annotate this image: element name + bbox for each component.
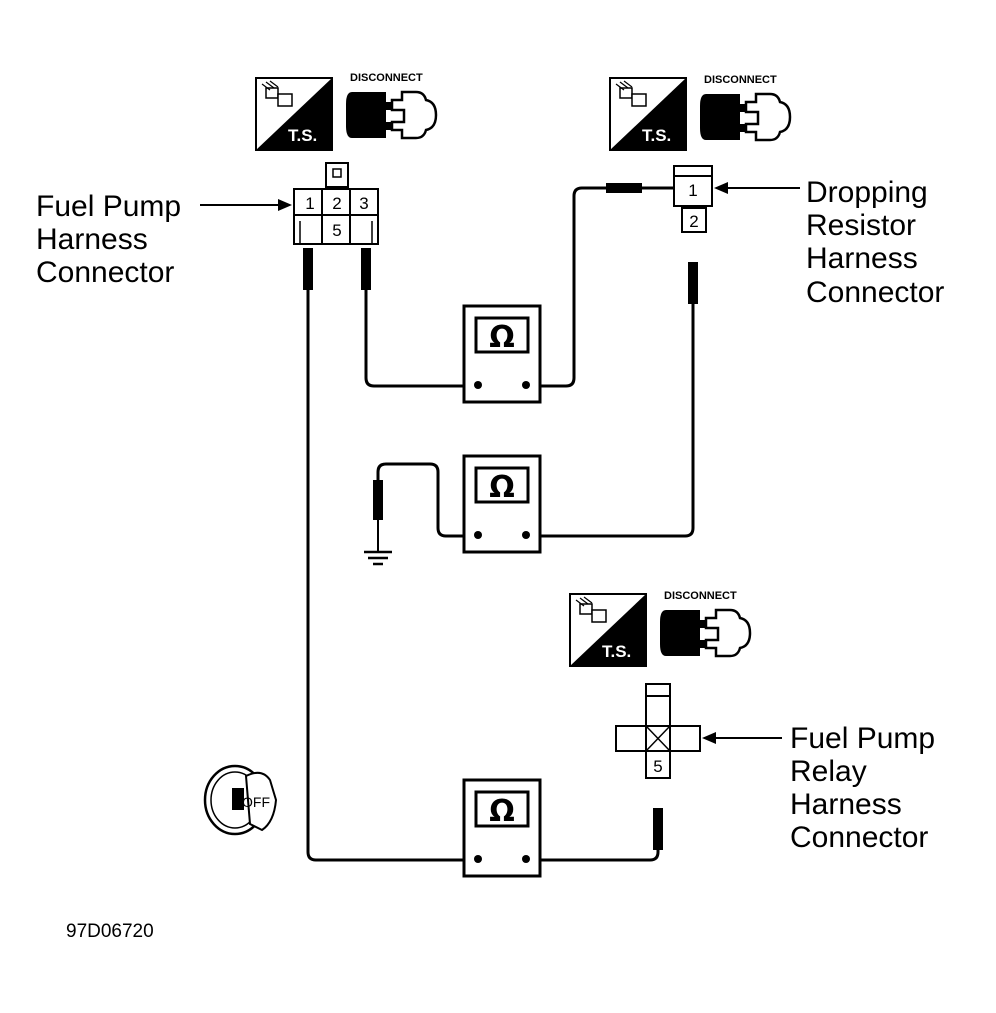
label-line: Fuel Pump	[790, 722, 935, 755]
disconnect-label: DISCONNECT	[664, 590, 737, 602]
probe-fuel-pump-pin3	[361, 248, 371, 290]
pin-2: 2	[332, 194, 341, 213]
callout-arrow-resistor	[714, 182, 800, 194]
label-line: Connector	[790, 821, 928, 854]
wire-pin1-to-meter3	[306, 290, 478, 862]
wire-meter2-to-ground	[376, 462, 478, 538]
ohm-icon: Ω	[489, 470, 515, 505]
callout-arrow-relay	[702, 732, 782, 744]
ohmmeter: Ω	[462, 304, 542, 404]
ground-icon	[364, 520, 392, 566]
disconnect-label: DISCONNECT	[350, 72, 423, 84]
pin-1: 1	[305, 194, 314, 213]
label-line: Harness	[36, 223, 148, 256]
pin-2: 2	[689, 212, 698, 231]
fuel-pump-relay-harness-connector: 5	[615, 683, 701, 779]
test-setup-icon: T.S.	[569, 593, 647, 667]
wires	[306, 183, 695, 862]
callout-arrow-fuel-pump	[200, 199, 292, 211]
figure-code: 97D06720	[66, 921, 154, 942]
pin-3: 3	[359, 194, 368, 213]
test-setup-icon: T.S.	[255, 77, 333, 151]
ts-label: T.S.	[602, 642, 631, 661]
dropping-resistor-harness-connector: 1 2	[673, 165, 713, 233]
label-dropping-resistor-harness-connector: Dropping Resistor Harness Connector	[806, 176, 944, 309]
fuel-pump-harness-connector: 1 2 3 5	[293, 162, 379, 245]
ohmmeter: Ω	[462, 454, 542, 554]
ignition-off-icon: OFF	[203, 764, 278, 836]
ts-label: T.S.	[642, 126, 671, 145]
pin-5: 5	[332, 221, 341, 240]
pin-5: 5	[653, 757, 662, 776]
probe-ground	[373, 480, 383, 520]
disconnect-icon: DISCONNECT	[658, 590, 752, 658]
wire-resistor-pin2-to-meter2	[526, 302, 695, 538]
wire-pin3-to-meter1	[364, 262, 478, 388]
ts-label: T.S.	[288, 126, 317, 145]
wire-meter1-to-resistor-pin1	[526, 186, 606, 388]
label-line: Relay	[790, 755, 867, 788]
label-line: Connector	[36, 256, 174, 289]
disconnect-icon: DISCONNECT	[344, 72, 438, 140]
probe-fuel-pump-pin1	[303, 248, 313, 290]
probe-resistor-pin2	[688, 262, 698, 304]
label-line: Dropping	[806, 176, 928, 209]
label-line: Resistor	[806, 209, 916, 242]
disconnect-label: DISCONNECT	[704, 74, 777, 86]
label-line: Connector	[806, 276, 944, 309]
disconnect-icon: DISCONNECT	[698, 74, 792, 142]
wire-meter3-to-relay-pin5	[526, 848, 660, 862]
label-line: Harness	[790, 788, 902, 821]
ignition-off-label: OFF	[242, 794, 270, 810]
test-setup-icon: T.S.	[609, 77, 687, 151]
ohm-icon: Ω	[489, 794, 515, 829]
label-line: Fuel Pump	[36, 190, 181, 223]
pin-1: 1	[688, 181, 697, 200]
label-line: Harness	[806, 242, 918, 275]
ohm-icon: Ω	[489, 320, 515, 355]
label-fuel-pump-relay-harness-connector: Fuel Pump Relay Harness Connector	[790, 722, 935, 854]
ohmmeter: Ω	[462, 778, 542, 878]
probe-resistor-pin1	[606, 183, 642, 193]
probe-relay-pin5	[653, 808, 663, 850]
label-fuel-pump-harness-connector: Fuel Pump Harness Connector	[36, 190, 181, 289]
